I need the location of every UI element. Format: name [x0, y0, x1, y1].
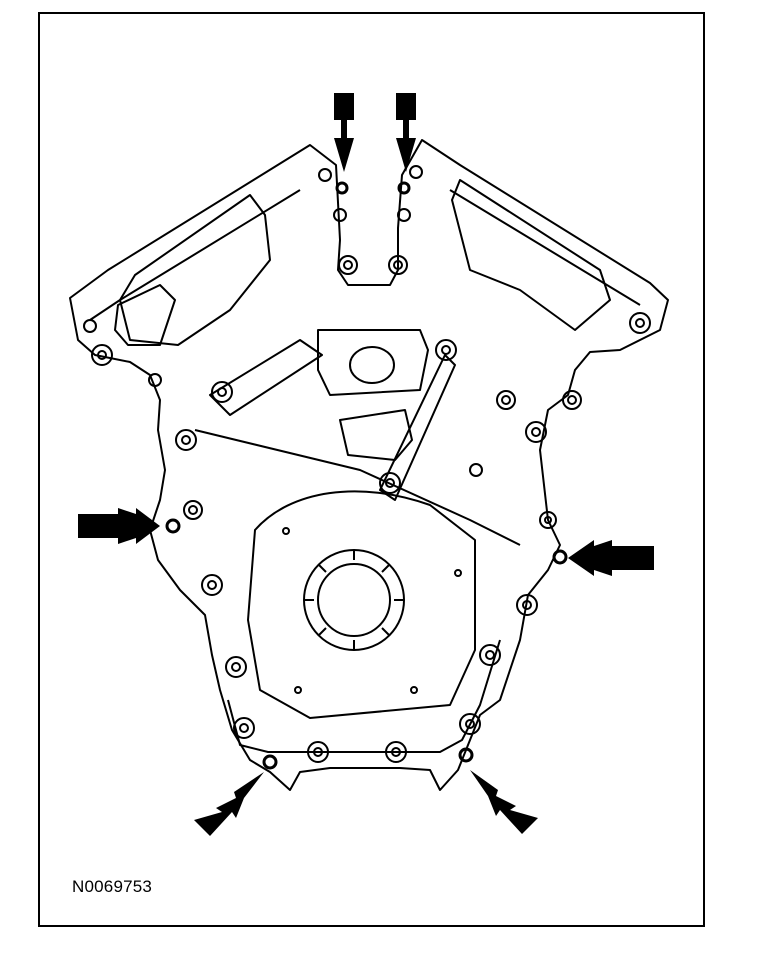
pump-body: [247, 490, 476, 719]
center-cavity: [317, 329, 429, 396]
arrow-icon: [194, 772, 264, 836]
pump-hole-3: [294, 686, 302, 694]
callout-arrows: [78, 93, 654, 836]
arrow-icon: [396, 93, 416, 172]
lower-cavity: [339, 409, 413, 461]
center-cavity-hole: [349, 346, 395, 384]
rib-center-diagonal: [194, 429, 521, 546]
highlighted-bolts: [165, 181, 568, 770]
figure-id-label: N0069753: [72, 877, 153, 896]
seal-tabs: [304, 550, 404, 650]
left-pocket: [119, 194, 271, 346]
bolt-bosses: [83, 165, 651, 763]
bolt-icon: [458, 747, 474, 763]
bolt-icon: [165, 518, 181, 534]
rib-right: [379, 354, 456, 501]
rib-left: [209, 339, 323, 416]
right-pocket: [451, 179, 611, 331]
pump-hole-2: [454, 569, 462, 577]
pump-hole-4: [410, 686, 418, 694]
figure-frame: [38, 12, 705, 927]
cover-outline: [69, 139, 669, 791]
arrow-icon: [334, 93, 354, 172]
bolt-icon: [552, 549, 568, 565]
bolt-icon: [335, 181, 349, 195]
cover-inner-line: [89, 189, 641, 753]
bolt-icon: [397, 181, 411, 195]
arrow-icon: [78, 508, 160, 544]
bolt-icon: [262, 754, 278, 770]
pump-hole-1: [282, 527, 290, 535]
crankshaft-seal-inner: [317, 563, 391, 637]
arrow-icon: [470, 770, 538, 834]
upper-left-boss: [114, 284, 176, 346]
arrow-icon: [568, 540, 654, 576]
